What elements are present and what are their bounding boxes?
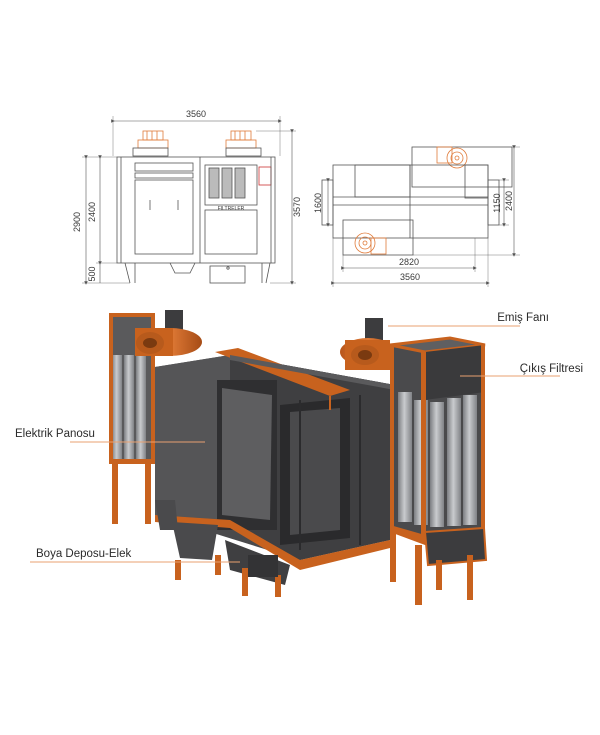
filter-label: FILTRELER — [218, 206, 245, 212]
top-depth-outer-dim: 2400 — [504, 191, 514, 211]
left-fan — [135, 310, 202, 356]
front-height-overall-dim: 2900 — [72, 212, 82, 232]
callout-suction-fan: Emiş Fanı — [497, 312, 549, 324]
top-length-inner-dim: 2820 — [399, 257, 419, 267]
front-height-legs-dim: 500 — [87, 266, 97, 281]
top-view-drawing — [321, 145, 520, 287]
top-depth-inner-dim: 1150 — [492, 193, 502, 212]
front-height-body-dim: 2400 — [87, 202, 97, 222]
right-fan — [340, 318, 396, 370]
front-height-right-dim: 3570 — [292, 197, 302, 217]
callout-paint-tank-sieve: Boya Deposu-Elek — [36, 548, 131, 560]
front-width-dim: 3560 — [186, 109, 206, 119]
main-booth-body — [155, 348, 395, 597]
front-fan-right — [225, 130, 257, 149]
callout-outlet-filter: Çıkış Filtresi — [520, 363, 583, 375]
callout-electric-panel: Elektrik Panosu — [15, 428, 95, 440]
callout-lines — [30, 325, 560, 563]
top-length-outer-dim: 3560 — [400, 272, 420, 282]
front-fan-left — [137, 130, 169, 149]
top-depth-left-dim: 1600 — [313, 193, 323, 213]
right-filter-cabinet — [389, 336, 488, 605]
booth-3d-render — [109, 310, 488, 605]
front-view-drawing — [82, 116, 296, 285]
